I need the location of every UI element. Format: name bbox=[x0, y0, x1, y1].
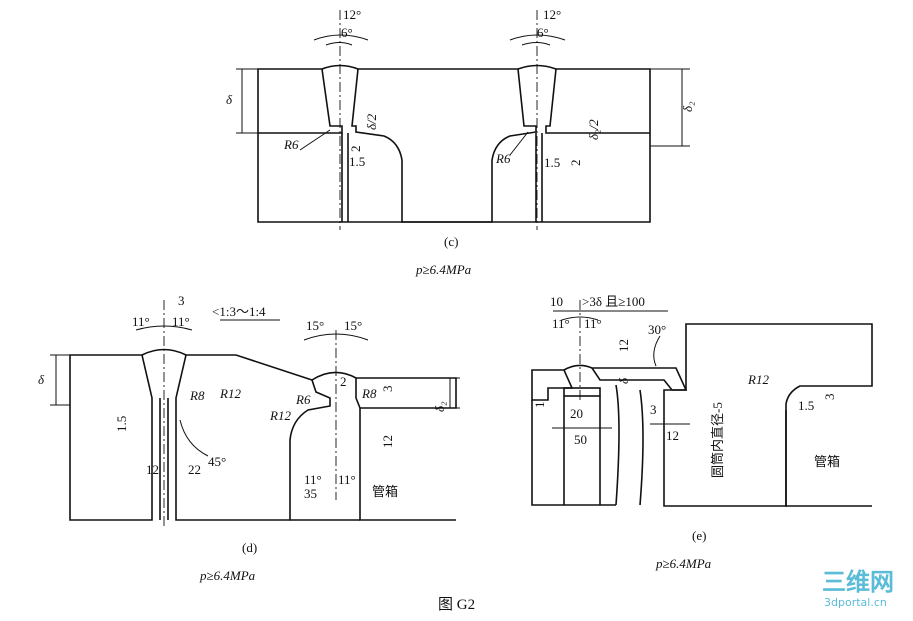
d-tubesheet bbox=[175, 354, 331, 521]
d-plate-left bbox=[69, 354, 153, 521]
d-dim-3: 3 bbox=[178, 293, 185, 308]
c-dim-1-5-left: 1.5 bbox=[349, 154, 365, 169]
e-dim-20: 20 bbox=[570, 406, 583, 421]
e-rule-text: >3δ 且≥100 bbox=[582, 294, 645, 309]
c-angle-12-left: 12° bbox=[343, 7, 361, 22]
e-tubesheet bbox=[663, 323, 873, 507]
e-labels: 10 >3δ 且≥100 11° 11° 30° 12 1 20 50 3 12… bbox=[532, 294, 840, 571]
d-angle-11-lower-right: 11° bbox=[338, 472, 356, 487]
c-condition: p≥6.4MPa bbox=[415, 262, 472, 277]
e-inner-diameter: 圆筒内直径-5 bbox=[710, 402, 725, 478]
d-radius-r12-left: R12 bbox=[219, 386, 241, 401]
d-dim-35: 35 bbox=[304, 486, 317, 501]
d-slope-ratio: <1:3～1:4 bbox=[212, 304, 266, 319]
d-dim-3-right: 3 bbox=[380, 386, 395, 393]
watermark-url: 3dportal.cn bbox=[824, 596, 887, 609]
e-angle-11-left: 11° bbox=[552, 316, 570, 331]
c-dim-1-5-right: 1.5 bbox=[544, 155, 560, 170]
d-radius-r6: R6 bbox=[295, 392, 311, 407]
c-dim-2-left: 2 bbox=[348, 146, 363, 153]
d-angle-11-left: 11° bbox=[132, 314, 150, 329]
e-ring bbox=[590, 367, 688, 391]
c-angle-12-right: 12° bbox=[543, 7, 561, 22]
diagram-d bbox=[50, 300, 460, 528]
e-dim-3: 3 bbox=[650, 402, 657, 417]
d-angle-15-left: 15° bbox=[306, 318, 324, 333]
e-radius-r12: R12 bbox=[747, 372, 769, 387]
d-thickness-delta2: δ₂ bbox=[432, 401, 447, 412]
diagram-e bbox=[531, 300, 873, 507]
d-dim-12: 12 bbox=[146, 462, 159, 477]
e-dim-3-right: 3 bbox=[822, 394, 837, 401]
d-header-label: 管箱 bbox=[372, 484, 398, 499]
c-thickness-delta: δ bbox=[226, 92, 233, 107]
d-caption: (d) bbox=[242, 540, 257, 555]
d-dim-2: 2 bbox=[340, 374, 347, 389]
e-condition: p≥6.4MPa bbox=[655, 556, 712, 571]
c-labels: 12° 6° 12° 6° δ δ/2 R6 2 1.5 δ₂ δ₂/2 R6 … bbox=[226, 7, 695, 277]
c-angle-6-left: 6° bbox=[341, 25, 353, 40]
e-dim-12-mid: 12 bbox=[666, 428, 679, 443]
e-dim-1: 1 bbox=[532, 402, 547, 409]
c-dim-2-right: 2 bbox=[568, 160, 583, 167]
d-dim-12-right: 12 bbox=[380, 435, 395, 448]
watermark-brand: 三维网 bbox=[822, 568, 894, 596]
e-angle-30: 30° bbox=[648, 322, 666, 337]
c-center-block bbox=[351, 68, 537, 223]
e-delta-s: δ bbox=[616, 377, 631, 384]
diagram-c bbox=[236, 10, 690, 230]
e-dim-1-5: 1.5 bbox=[798, 398, 814, 413]
d-angle-11-right: 11° bbox=[172, 314, 190, 329]
c-radius-right: R6 bbox=[495, 151, 511, 166]
c-caption: (c) bbox=[444, 234, 458, 249]
d-angle-45: 45° bbox=[208, 454, 226, 469]
e-angle-11-right: 11° bbox=[584, 316, 602, 331]
c-thickness-delta2: δ₂ bbox=[680, 101, 695, 112]
e-caption: (e) bbox=[692, 528, 706, 543]
d-dim-22: 22 bbox=[188, 462, 201, 477]
c-plate-left bbox=[257, 68, 343, 134]
d-angle-15-right: 15° bbox=[344, 318, 362, 333]
c-half-delta: δ/2 bbox=[364, 113, 379, 130]
c-half-delta2: δ₂/2 bbox=[586, 119, 601, 140]
c-radius-left: R6 bbox=[283, 137, 299, 152]
c-angle-6-right: 6° bbox=[537, 25, 549, 40]
figure-title: 图 G2 bbox=[438, 596, 475, 613]
d-radius-r8-right: R8 bbox=[361, 386, 377, 401]
e-dim-12-top: 12 bbox=[616, 339, 631, 352]
d-angle-11-lower-left: 11° bbox=[304, 472, 322, 487]
e-dim-10: 10 bbox=[550, 294, 563, 309]
d-radius-r8-left: R8 bbox=[189, 388, 205, 403]
e-header-label: 管箱 bbox=[814, 454, 840, 469]
d-condition: p≥6.4MPa bbox=[199, 568, 256, 583]
e-dim-50: 50 bbox=[574, 432, 587, 447]
watermark: 三维网 3dportal.cn bbox=[822, 568, 894, 609]
d-radius-r12-right: R12 bbox=[269, 408, 291, 423]
d-thickness-delta: δ bbox=[38, 372, 45, 387]
d-labels: 3 11° 11° <1:3～1:4 15° 15° δ R8 R12 1.5 … bbox=[38, 293, 447, 583]
d-dim-1-5: 1.5 bbox=[114, 416, 129, 432]
